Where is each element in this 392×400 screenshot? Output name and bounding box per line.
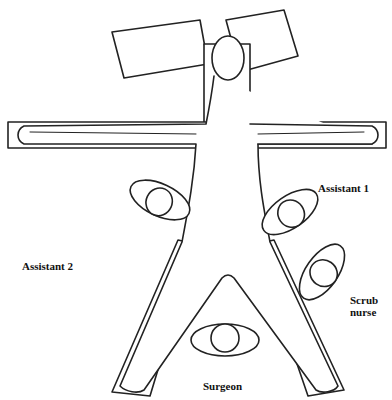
patient-body bbox=[18, 76, 372, 392]
staff-label: Scrub nurse bbox=[350, 294, 388, 318]
staff-label: Assistant 1 bbox=[318, 182, 369, 194]
staff-label: Assistant 2 bbox=[22, 260, 73, 272]
head-board bbox=[112, 20, 208, 78]
surgeon-figure bbox=[191, 324, 259, 356]
scrub-nurse-figure bbox=[291, 237, 354, 308]
arm-line bbox=[30, 132, 364, 134]
assistant-figure bbox=[255, 181, 326, 244]
assistant-figure bbox=[124, 172, 196, 228]
patient-head bbox=[212, 36, 244, 80]
staff-label: Surgeon bbox=[203, 380, 242, 392]
